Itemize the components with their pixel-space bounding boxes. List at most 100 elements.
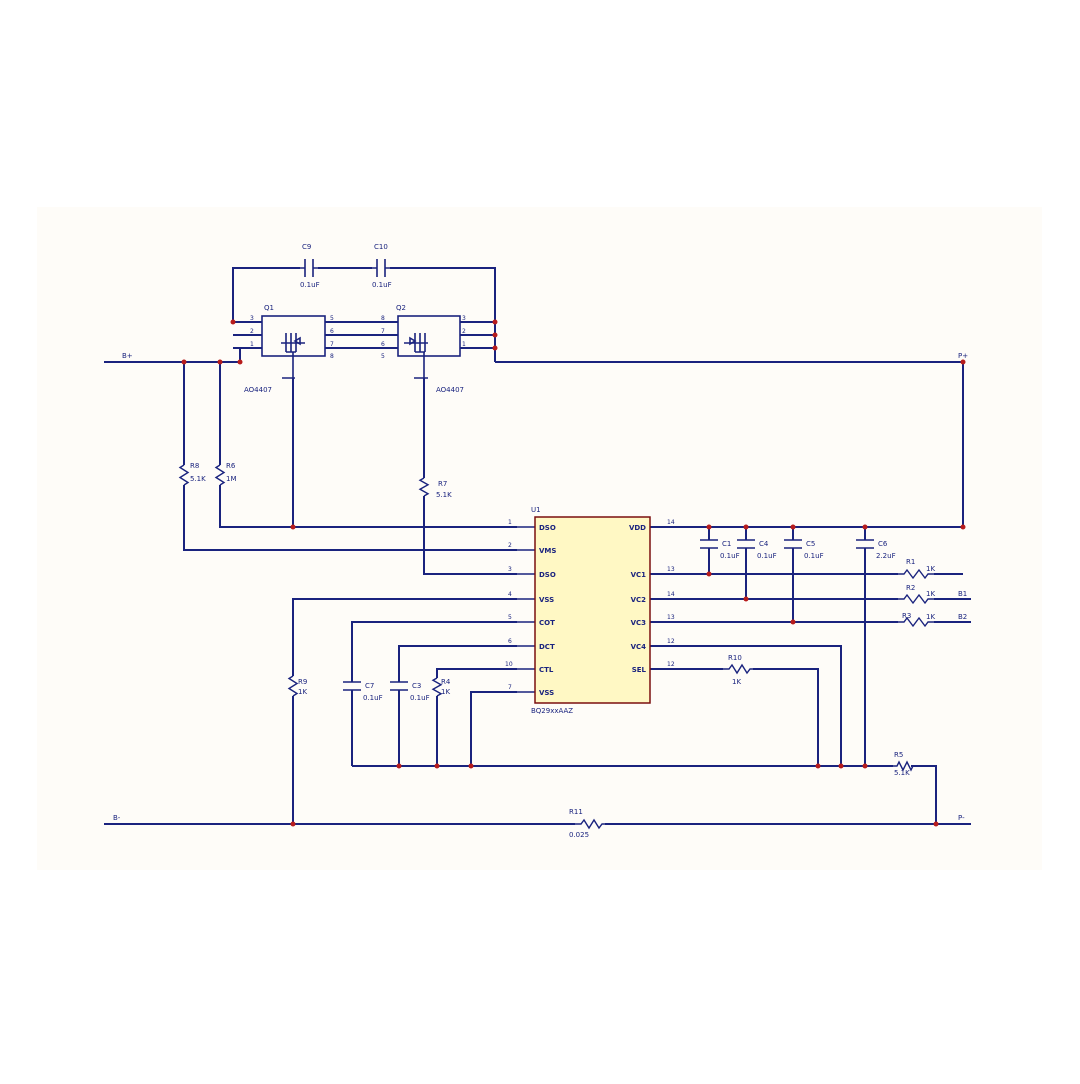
u1-pin-name: VSS [539, 596, 554, 604]
ic-body [534, 516, 651, 704]
u1-part: BQ29xxAAZ [531, 707, 573, 715]
resistor-r4[interactable]: R4 1K [431, 677, 451, 697]
q2-pin: 8 [381, 315, 385, 322]
q2-pin: 3 [462, 315, 466, 322]
c1-designator: C1 [722, 540, 731, 548]
r3-value: 1K [926, 613, 935, 621]
u1-designator: U1 [531, 506, 541, 514]
resistor-r5[interactable]: R5 5.1K [893, 751, 915, 777]
r9-value: 1K [732, 678, 741, 686]
port-labels: B+ P+ B1 B2 B- P- [113, 352, 968, 822]
port-p-minus[interactable]: P- [958, 814, 965, 822]
u1-pin-num: 4 [508, 591, 512, 598]
u1-pin-name: VC2 [631, 596, 647, 604]
u1-pin-name: VDD [629, 524, 646, 532]
port-b1[interactable]: B1 [958, 590, 967, 598]
q2-pin: 2 [462, 328, 466, 335]
u1-pin-num: 13 [667, 614, 675, 621]
q1-pin: 7 [330, 341, 334, 348]
ic-u1[interactable]: U1 BQ29xxAAZ 1 2 3 4 5 6 10 7 DSO VMS DS… [505, 506, 675, 715]
wires [104, 267, 971, 825]
c10-designator: C10 [374, 243, 388, 251]
resistor-r3[interactable]: R3 1K [898, 612, 935, 628]
resistor-r11[interactable]: R11 0.025 [569, 808, 605, 839]
capacitor-c5[interactable]: C5 0.1uF [784, 539, 824, 560]
q1-pin: 8 [330, 353, 334, 360]
capacitor-c4[interactable]: C4 0.1uF [737, 539, 777, 560]
port-b-minus[interactable]: B- [113, 814, 121, 822]
u1-pin-num: 14 [667, 591, 675, 598]
u1-pin-name: DCT [539, 643, 555, 651]
c4-value: 0.1uF [757, 552, 777, 560]
c6-designator: C6 [878, 540, 888, 548]
u1-pin-name: CTL [539, 666, 554, 674]
r4-value: 1K [441, 688, 450, 696]
u1-pin-name: SEL [632, 666, 647, 674]
q2-designator: Q2 [396, 304, 406, 312]
r2-value: 1K [926, 590, 935, 598]
q1-designator: Q1 [264, 304, 274, 312]
q2-part: AO4407 [436, 386, 464, 394]
capacitor-c9[interactable]: C9 0.1uF [300, 243, 320, 289]
q2-pin: 1 [462, 341, 466, 348]
r11-value: 0.025 [569, 831, 589, 839]
capacitor-c10[interactable]: C10 0.1uF [372, 243, 392, 289]
resistor-r6[interactable]: R6 1M [214, 462, 237, 486]
capacitor-c1[interactable]: C1 0.1uF [700, 539, 740, 560]
u1-pin-name: DSO [539, 571, 556, 579]
r7-value: 5.1K [436, 491, 452, 499]
port-p-plus[interactable]: P+ [958, 352, 968, 360]
u1-pin-num: 10 [505, 661, 513, 668]
r8-value: 5.1K [190, 475, 206, 483]
q1-pin: 3 [250, 315, 254, 322]
u1-pin-num: 6 [508, 638, 512, 645]
r10-value: 1K [298, 688, 307, 696]
u1-pin-name: VMS [539, 547, 556, 555]
r1-designator: R1 [906, 558, 915, 566]
r11-designator: R11 [569, 808, 583, 816]
r9-designator: R10 [728, 654, 742, 662]
port-b-plus-in[interactable]: B+ [122, 352, 133, 360]
resistor-r2[interactable]: R2 1K [898, 584, 935, 605]
r1-value: 1K [926, 565, 935, 573]
u1-pin-num: 13 [667, 566, 675, 573]
capacitor-c3[interactable]: C3 0.1uF [390, 681, 430, 702]
c3-value: 0.1uF [410, 694, 430, 702]
u1-pin-num: 1 [508, 519, 512, 526]
u1-pin-name: DSO [539, 524, 556, 532]
capacitor-c6[interactable]: C6 2.2uF [856, 539, 896, 560]
c5-designator: C5 [806, 540, 815, 548]
resistor-r8[interactable]: R8 5.1K [178, 462, 206, 486]
u1-pin-num: 12 [667, 661, 675, 668]
u1-pin-num: 12 [667, 638, 675, 645]
c9-designator: C9 [302, 243, 311, 251]
u1-pin-num: 5 [508, 614, 512, 621]
u1-pin-name: VC3 [631, 619, 647, 627]
resistor-r10[interactable]: R9 1K [287, 675, 307, 697]
r4-designator: R4 [441, 678, 451, 686]
mosfet-q2[interactable]: Q2 AO4407 8 7 6 5 3 2 1 [381, 304, 466, 394]
port-b2[interactable]: B2 [958, 613, 967, 621]
u1-pin-name: COT [539, 619, 555, 627]
c5-value: 0.1uF [804, 552, 824, 560]
r3-designator: R3 [902, 612, 911, 620]
resistor-r9[interactable]: R10 1K [723, 654, 753, 686]
c9-value: 0.1uF [300, 281, 320, 289]
resistor-r7[interactable]: R7 5.1K [418, 477, 452, 499]
c7-value: 0.1uF [363, 694, 383, 702]
mosfet-q1[interactable]: Q1 AO4407 3 2 1 5 6 7 8 [244, 304, 334, 394]
c1-value: 0.1uF [720, 552, 740, 560]
capacitor-c7[interactable]: C7 0.1uF [343, 681, 383, 702]
resistor-r1[interactable]: R1 1K [898, 558, 935, 580]
q1-pin: 2 [250, 328, 254, 335]
junction-dots [181, 319, 966, 827]
c7-designator: C7 [365, 682, 374, 690]
r5-designator: R5 [894, 751, 903, 759]
u1-pin-num: 7 [508, 684, 512, 691]
q1-part: AO4407 [244, 386, 272, 394]
u1-pin-num: 3 [508, 566, 512, 573]
r6-designator: R6 [226, 462, 236, 470]
q1-pin: 6 [330, 328, 334, 335]
c6-value: 2.2uF [876, 552, 896, 560]
